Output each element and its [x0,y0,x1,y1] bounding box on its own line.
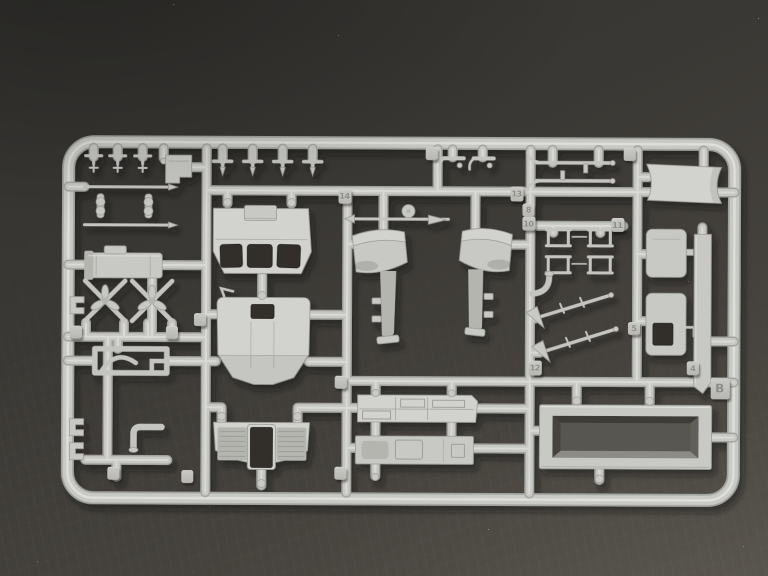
side-sill-strip [693,233,712,394]
frame-clips [68,296,85,461]
wiper-arm-levers [525,292,619,363]
door-panel-small [645,228,694,278]
ball-joints [217,197,654,488]
shackle-links [544,228,614,275]
door-panel-with-hatch [645,292,696,356]
sprue-tag-blank [193,312,207,326]
sprue-tag-B: B [710,377,730,400]
sprue-tag-12: 12 [528,360,542,376]
ladder-sub-frame [92,345,170,376]
sprue-tag-blank [69,325,82,339]
elbow-pipe [128,423,165,453]
sprue-tag-blank [425,146,438,160]
mounting-bracket-plate [165,154,193,184]
cross-brace-with-fan-hubs [82,278,175,324]
grab-handle-pins [211,147,324,178]
sprue-tag-10: 10 [521,216,535,231]
cab-floor-panel [354,435,474,465]
tie-rod-with-disc [343,204,450,225]
horn-pins [438,156,496,171]
windscreen-frame [538,404,713,470]
sprue-tag-8: 8 [522,203,535,217]
sprue-tag-blank [181,469,194,483]
sprue-tag-blank [165,325,178,339]
fuel-tank [84,245,163,280]
cab-front-window-panel [212,204,312,275]
sprue-tag-11: 11 [610,217,624,233]
sprue-tag-blank [334,375,347,389]
sprue-outer-frame [60,135,742,507]
front-fender-left [351,229,408,345]
lever-rods [526,151,616,192]
sprue-tag-5: 5 [627,321,640,335]
sprue-tag-14: 14 [337,188,352,204]
radiator-grille [213,421,310,470]
sprue-tag-13: 13 [510,186,524,202]
sprue-tag-blank [107,466,120,480]
axle-rods-and-spindles [82,183,179,229]
cab-roof-panel [216,286,311,385]
sprue-tag-4: 4 [686,361,699,376]
front-fender-right [458,228,513,337]
sprue-tag-blank [623,147,636,161]
curved-roof-section [646,163,723,204]
sprue-tag-blank [334,466,347,480]
exhaust-elbow [529,270,555,297]
